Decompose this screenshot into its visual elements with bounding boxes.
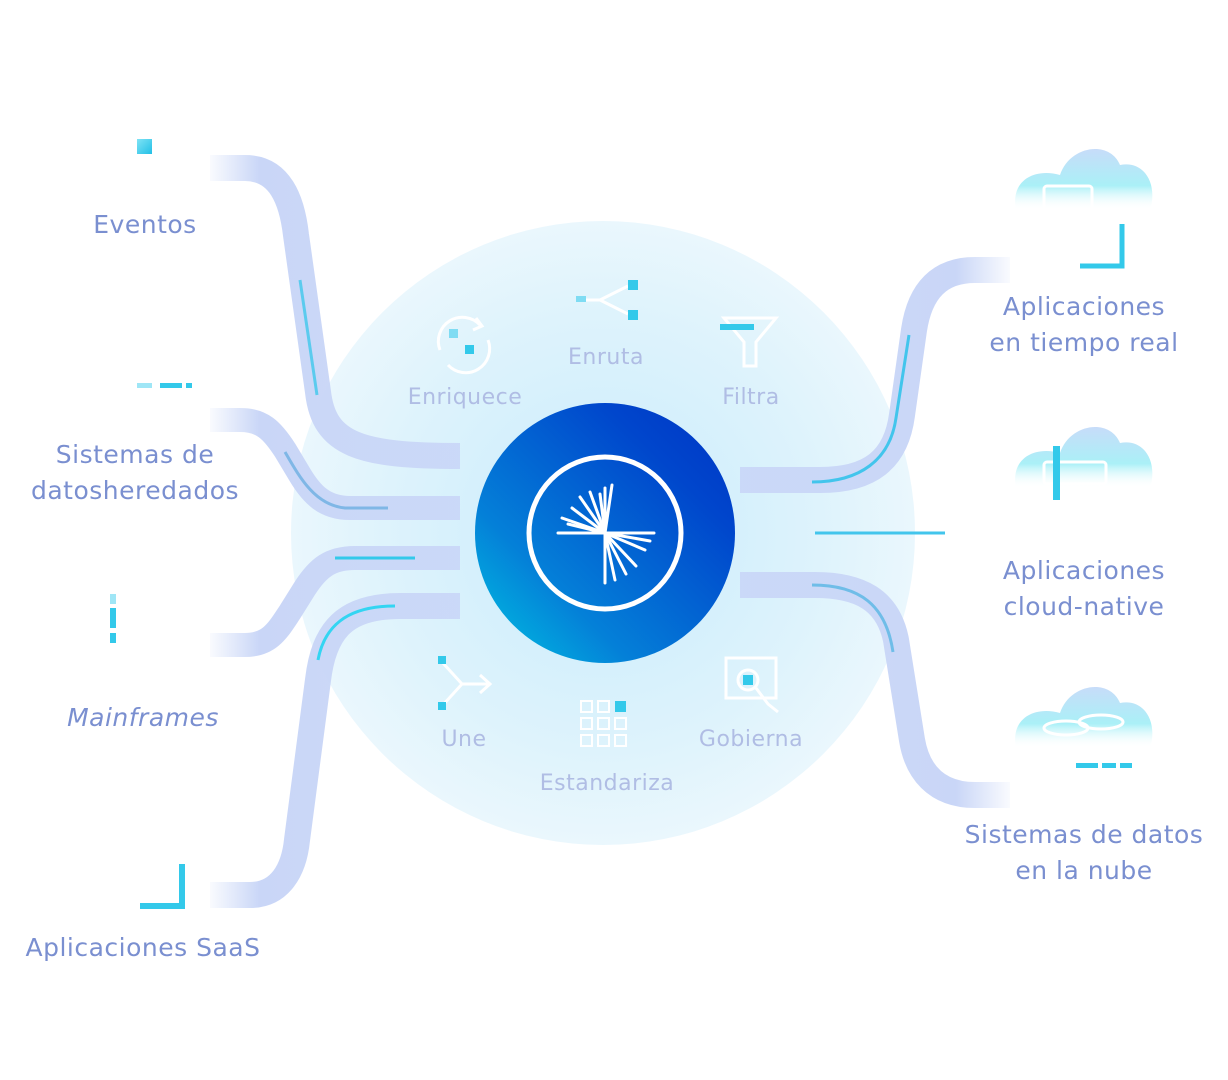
grid-icon [580,700,627,747]
inspect-icon [724,656,779,714]
source-mainframes-line-1: Mainframes [67,703,219,732]
source-label-mainframes: Mainframes [40,700,246,736]
op-enruta: Enruta [568,345,644,370]
dest-cloudsys-line-1: Sistemas de datos [964,820,1204,849]
source-label-legacy: Sistemas de datosheredados [10,437,260,509]
branch-icon [576,280,638,320]
source-label-eventos: Eventos [60,207,230,243]
op-enriquece: Enriquece [407,385,523,410]
source-pipes [210,155,461,908]
dest-cloudnative-line-2: cloud-native [1003,592,1165,621]
source-label-saas: Aplicaciones SaaS [0,930,286,966]
dest-realtime-line-1: Aplicaciones [1002,292,1166,321]
cloud-icon [1015,686,1153,768]
op-gobierna: Gobierna [698,727,804,752]
source-legacy-line-1: Sistemas de [55,440,215,469]
legacy-dash-icon [137,383,192,388]
dest-cloudsys-line-2: en la nube [1015,856,1153,885]
op-une: Une [441,727,487,752]
saas-corner-icon [140,864,185,909]
cloud-icon [1015,426,1153,500]
source-legacy-line-2: datosheredados [30,476,240,505]
mainframes-dash-icon [110,594,116,643]
source-eventos-line-1: Eventos [93,210,197,239]
confluent-logo-icon [556,483,656,585]
dest-label-cloudsys: Sistemas de datos en la nube [950,817,1218,889]
source-saas-line-1: Aplicaciones SaaS [25,933,261,962]
dest-label-realtime: Aplicaciones en tiempo real [964,289,1204,361]
destination-pipes [740,257,1010,808]
cloud-icon [1015,148,1153,269]
hub [475,403,735,663]
dest-label-cloudnative: Aplicaciones cloud-native [964,553,1204,625]
dest-cloudnative-line-1: Aplicaciones [1002,556,1166,585]
op-estandariza: Estandariza [539,771,675,796]
funnel-icon [720,316,780,368]
source-icons [110,139,192,909]
eventos-square-icon [137,139,152,154]
merge-icon [438,656,493,710]
refresh-icon [436,315,492,375]
dest-realtime-line-2: en tiempo real [989,328,1179,357]
op-filtra: Filtra [722,385,780,410]
